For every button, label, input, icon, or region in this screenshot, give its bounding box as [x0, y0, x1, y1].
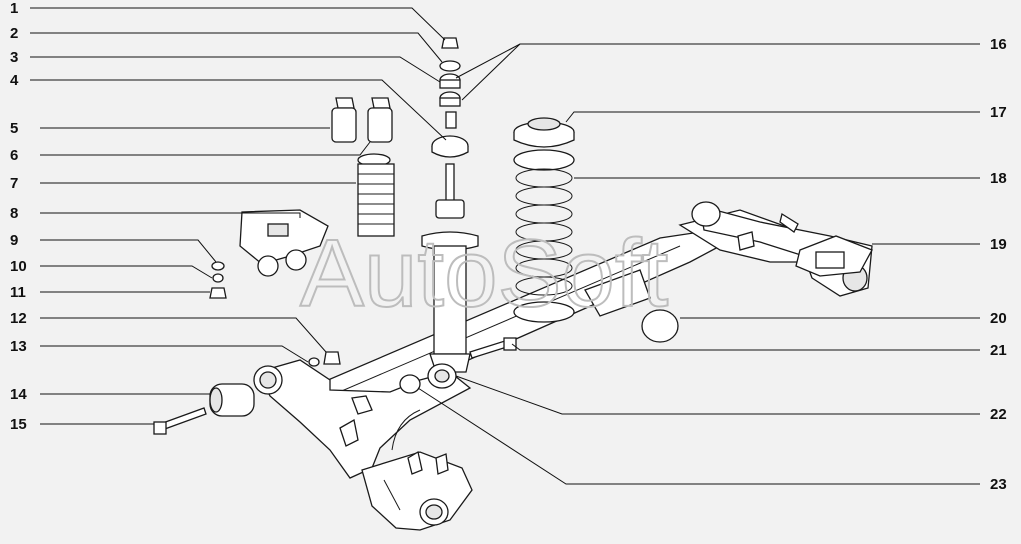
leader-lines	[30, 7, 980, 485]
callout-numbers: 1 2 3 4 5 6 7 8 9 10 11 12 13 14 15 16 1…	[10, 0, 1007, 493]
coil-spring	[513, 149, 575, 323]
callout-12: 12	[10, 310, 27, 327]
callout-3: 3	[10, 49, 18, 66]
shock-absorber	[421, 163, 479, 389]
bump-stops	[331, 97, 393, 143]
callout-19: 19	[990, 236, 1007, 253]
shock-bracket	[209, 209, 329, 299]
callout-20: 20	[990, 310, 1007, 327]
protective-boot	[357, 153, 395, 237]
callout-23: 23	[990, 476, 1007, 493]
callout-11: 11	[10, 284, 26, 301]
callout-13: 13	[10, 338, 27, 355]
callout-5: 5	[10, 120, 18, 137]
callout-21: 21	[990, 342, 1007, 359]
callout-14: 14	[10, 386, 27, 403]
callout-15: 15	[10, 416, 27, 433]
callout-22: 22	[990, 406, 1007, 423]
callout-4: 4	[10, 72, 19, 89]
top-mount-stack	[431, 37, 469, 158]
callout-17: 17	[990, 104, 1007, 121]
callout-18: 18	[990, 170, 1007, 187]
silent-block-and-bolts	[153, 309, 679, 435]
callout-10: 10	[10, 258, 27, 275]
watermark: AutoSoft	[300, 220, 668, 327]
callout-2: 2	[10, 25, 18, 42]
callout-16: 16	[990, 36, 1007, 53]
right-trailing-arm	[691, 201, 873, 297]
callout-6: 6	[10, 147, 18, 164]
callout-7: 7	[10, 175, 18, 192]
callout-1: 1	[10, 0, 18, 17]
callout-9: 9	[10, 232, 18, 249]
spring-upper-seat	[513, 117, 575, 148]
callout-8: 8	[10, 205, 18, 222]
